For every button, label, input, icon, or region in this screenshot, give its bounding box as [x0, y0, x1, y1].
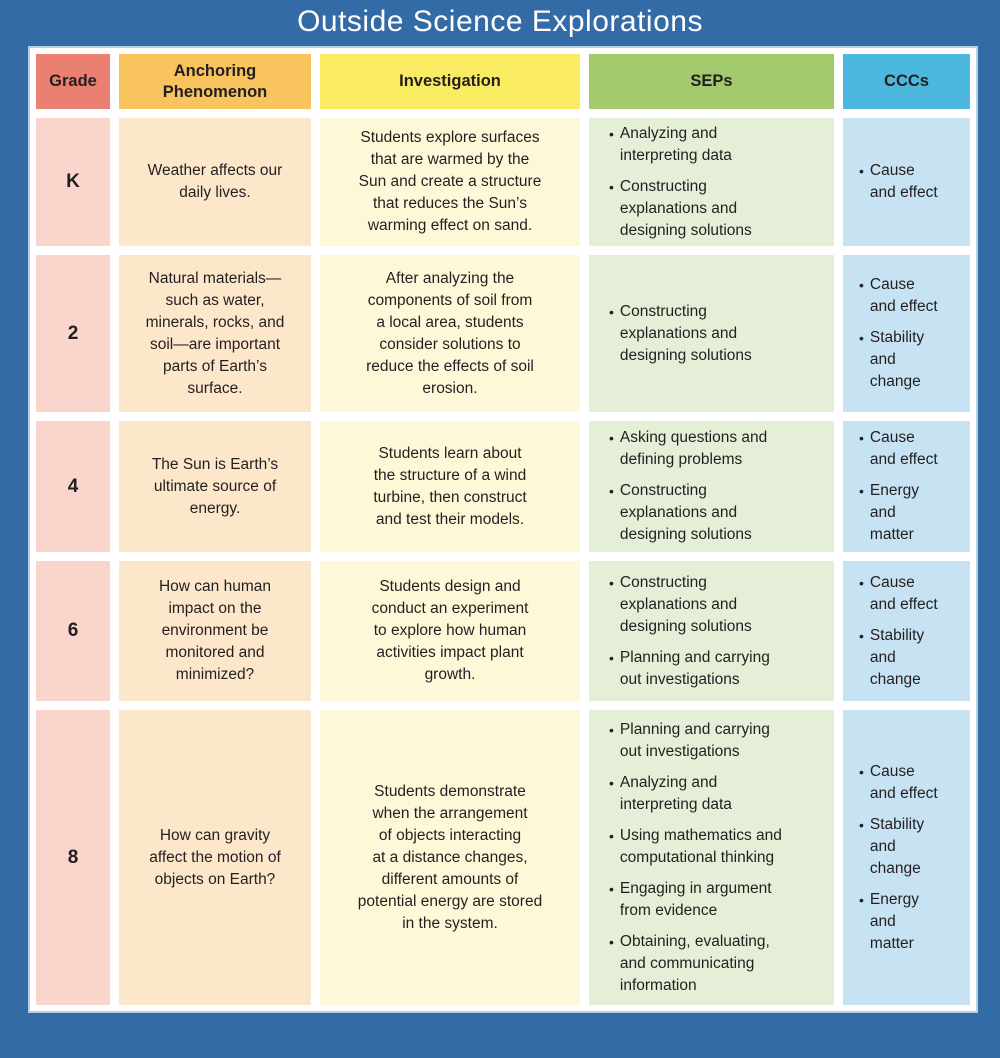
cccs-cell: •Cause and effect •Stability and change [843, 561, 970, 701]
bullet-icon: • [609, 721, 614, 738]
seps-cell: •Constructing explanations and designing… [589, 255, 834, 412]
cccs-list: •Cause and effect •Energy and matter [843, 418, 944, 555]
grade-cell: 4 [36, 421, 110, 552]
bullet-icon: • [609, 574, 614, 591]
seps-cell: •Asking questions and defining problems … [589, 421, 834, 552]
seps-list: •Planning and carrying out investigation… [589, 710, 788, 1006]
bullet-icon: • [859, 574, 864, 591]
column-header-grade: Grade [36, 54, 110, 109]
list-item: •Obtaining, evaluating, and communicatin… [609, 932, 770, 994]
grade-cell: 6 [36, 561, 110, 701]
list-item: •Cause and effect [859, 762, 938, 802]
seps-list: •Constructing explanations and designing… [589, 563, 776, 700]
grade-cell: 8 [36, 710, 110, 1005]
seps-cell: •Constructing explanations and designing… [589, 561, 834, 701]
list-item: •Using mathematics and computational thi… [609, 826, 782, 866]
anchoring-phenomenon-text: Natural materials— such as water, minera… [145, 269, 285, 397]
list-item: •Stability and change [859, 329, 925, 390]
anchoring-phenomenon-text: How can gravity affect the motion of obj… [149, 826, 281, 888]
list-item: •Energy and matter [859, 482, 920, 543]
list-item: •Constructing explanations and designing… [609, 482, 752, 543]
bullet-icon: • [609, 178, 614, 195]
list-item: •Constructing explanations and designing… [609, 177, 752, 239]
bullet-icon: • [859, 816, 864, 833]
investigation-cell: Students demonstrate when the arrangemen… [320, 710, 580, 1005]
list-item: •Constructing explanations and designing… [609, 573, 752, 635]
anchoring-phenomenon-cell: How can gravity affect the motion of obj… [119, 710, 311, 1005]
grade-cell: K [36, 118, 110, 246]
seps-list: •Asking questions and defining problems … [589, 418, 773, 555]
cccs-cell: •Cause and effect •Stability and change [843, 255, 970, 412]
list-item: •Energy and matter [859, 890, 920, 952]
bullet-icon: • [859, 330, 864, 346]
page-title: Outside Science Explorations [297, 5, 703, 38]
investigation-cell: Students learn about the structure of a … [320, 421, 580, 552]
bullet-icon: • [609, 430, 614, 446]
bullet-icon: • [609, 880, 614, 897]
anchoring-phenomenon-text: The Sun is Earth’s ultimate source of en… [151, 455, 279, 517]
investigation-cell: Students explore surfaces that are warme… [320, 118, 580, 246]
cccs-cell: •Cause and effect •Stability and change … [843, 710, 970, 1005]
investigation-cell: After analyzing the components of soil f… [320, 255, 580, 412]
list-item: •Engaging in argument from evidence [609, 879, 772, 919]
bullet-icon: • [609, 483, 614, 499]
list-item: •Cause and effect [859, 429, 938, 468]
column-header-investigation: Investigation [320, 54, 580, 109]
bullet-icon: • [609, 649, 614, 666]
table-panel: Grade Anchoring Phenomenon Investigation… [28, 46, 978, 1013]
list-item: •Constructing explanations and designing… [609, 302, 752, 364]
list-item: •Stability and change [859, 815, 925, 877]
anchoring-phenomenon-text: How can human impact on the environment … [158, 578, 271, 683]
anchoring-phenomenon-cell: Weather affects our daily lives. [119, 118, 311, 246]
anchoring-phenomenon-text: Weather affects our daily lives. [147, 162, 283, 201]
bullet-icon: • [609, 125, 614, 142]
seps-list: •Constructing explanations and designing… [589, 292, 758, 376]
bullet-icon: • [859, 763, 864, 780]
column-header-cccs: CCCs [843, 54, 970, 109]
curriculum-table: Grade Anchoring Phenomenon Investigation… [30, 48, 976, 1011]
cccs-list: •Cause and effect •Stability and change [843, 563, 944, 700]
list-item: •Planning and carrying out investigation… [609, 720, 770, 760]
investigation-text: Students design and conduct an experimen… [371, 578, 529, 683]
investigation-text: Students explore surfaces that are warme… [358, 129, 542, 234]
list-item: •Cause and effect [859, 276, 938, 315]
list-item: •Cause and effect [859, 573, 938, 613]
investigation-cell: Students design and conduct an experimen… [320, 561, 580, 701]
column-header-seps: SEPs [589, 54, 834, 109]
list-item: •Planning and carrying out investigation… [609, 648, 770, 688]
list-item: •Analyzing and interpreting data [609, 124, 732, 164]
anchoring-phenomenon-cell: The Sun is Earth’s ultimate source of en… [119, 421, 311, 552]
bullet-icon: • [859, 627, 864, 644]
bullet-icon: • [609, 827, 614, 844]
bullet-icon: • [859, 277, 864, 293]
cccs-list: •Cause and effect [843, 151, 944, 213]
bullet-icon: • [859, 483, 864, 499]
list-item: •Asking questions and defining problems [609, 429, 768, 468]
seps-cell: •Analyzing and interpreting data •Constr… [589, 118, 834, 246]
cccs-cell: •Cause and effect •Energy and matter [843, 421, 970, 552]
bullet-icon: • [859, 430, 864, 446]
bullet-icon: • [609, 303, 614, 320]
anchoring-phenomenon-cell: How can human impact on the environment … [119, 561, 311, 701]
investigation-text: After analyzing the components of soil f… [366, 269, 534, 397]
cccs-cell: •Cause and effect [843, 118, 970, 246]
cccs-list: •Cause and effect •Stability and change … [843, 752, 944, 964]
investigation-text: Students learn about the structure of a … [373, 444, 527, 528]
seps-cell: •Planning and carrying out investigation… [589, 710, 834, 1005]
bullet-icon: • [859, 891, 864, 908]
grade-cell: 2 [36, 255, 110, 412]
bullet-icon: • [609, 774, 614, 791]
list-item: •Stability and change [859, 626, 925, 688]
investigation-text: Students demonstrate when the arrangemen… [357, 782, 543, 932]
column-header-anchoring-phenomenon: Anchoring Phenomenon [119, 54, 311, 109]
anchoring-phenomenon-cell: Natural materials— such as water, minera… [119, 255, 311, 412]
seps-list: •Analyzing and interpreting data •Constr… [589, 114, 758, 251]
bullet-icon: • [859, 163, 864, 179]
list-item: •Cause and effect [859, 162, 938, 201]
list-item: •Analyzing and interpreting data [609, 773, 732, 813]
bullet-icon: • [609, 933, 614, 950]
cccs-list: •Cause and effect •Stability and change [843, 265, 944, 402]
